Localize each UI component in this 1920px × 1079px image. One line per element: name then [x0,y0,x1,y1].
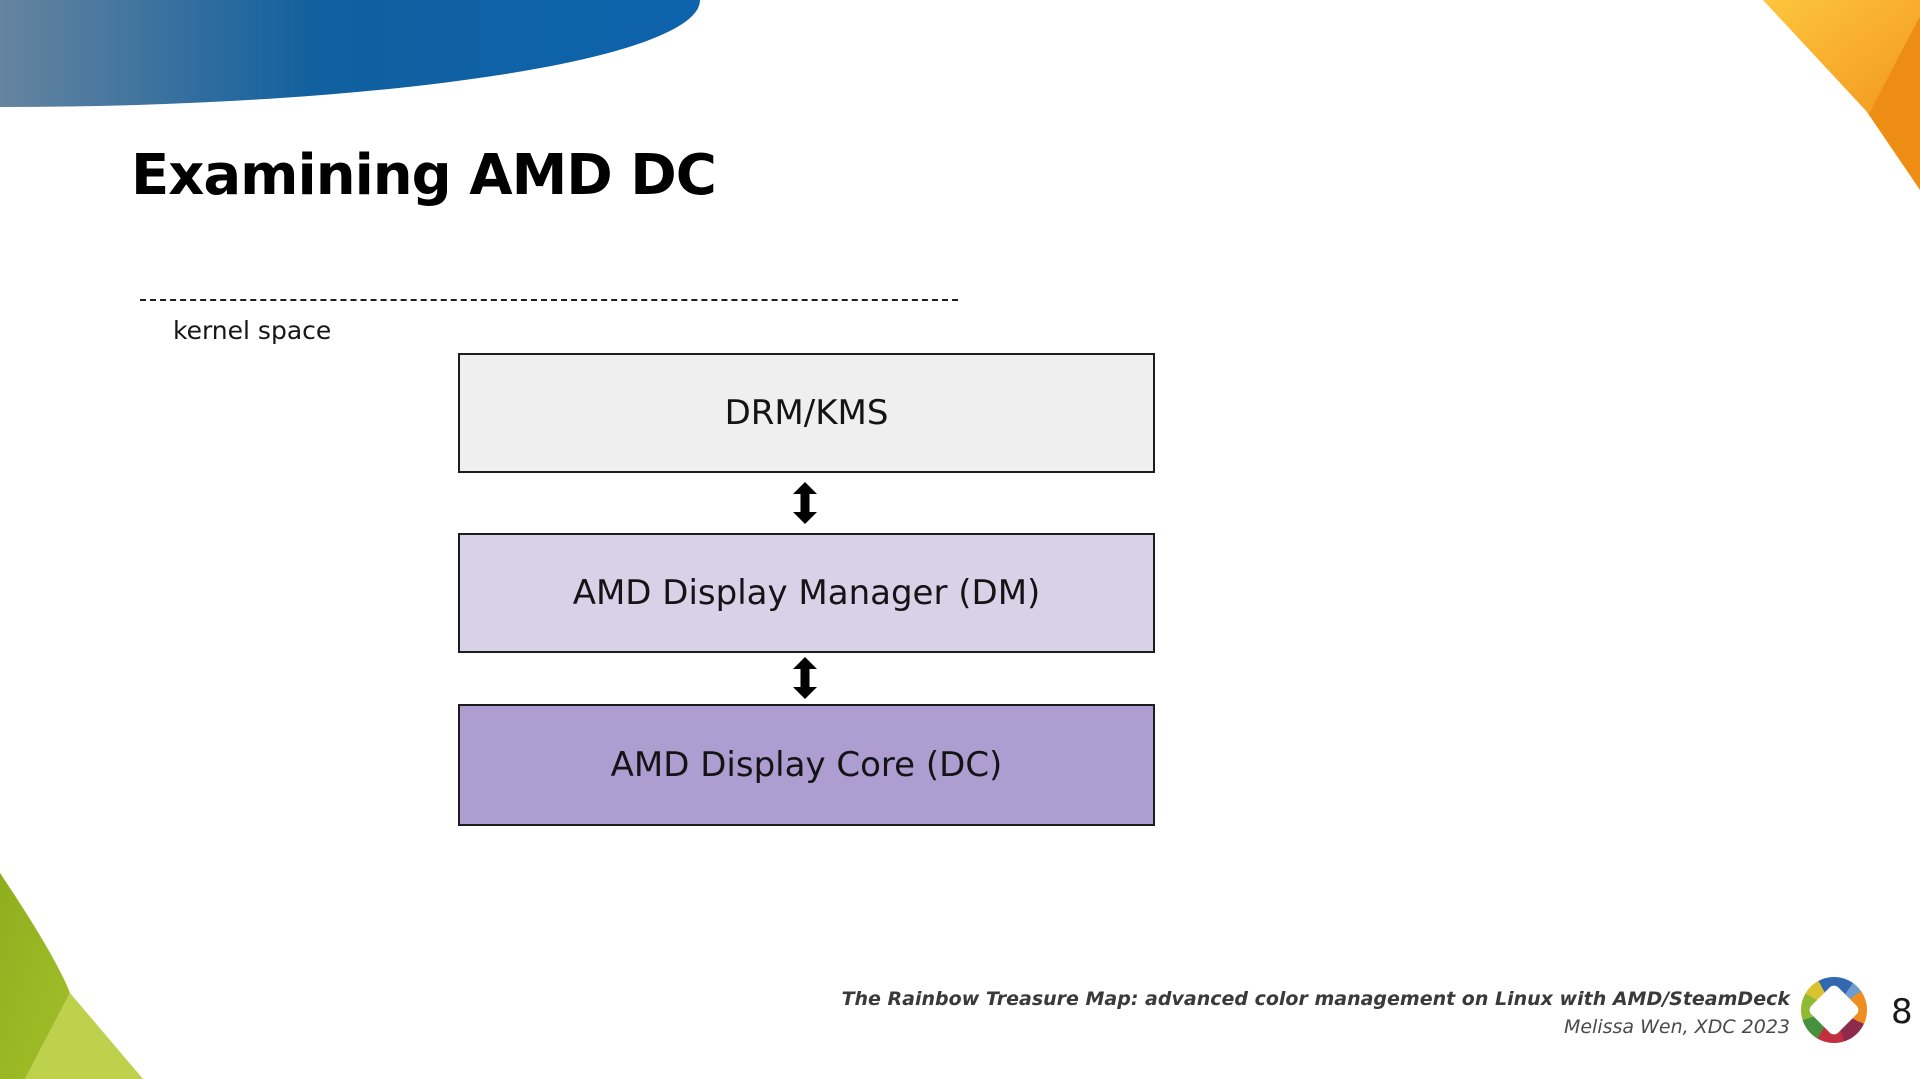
page-number: 8 [1891,992,1913,1032]
drm-kms-box: DRM/KMS [458,353,1155,473]
double-arrow-icon [793,657,817,699]
footer-credit: Melissa Wen, XDC 2023 [1563,1015,1790,1038]
kernel-space-label: kernel space [173,316,332,345]
amd-display-core-box-label: AMD Display Core (DC) [610,745,1003,785]
footer: The Rainbow Treasure Map: advanced color… [842,987,1790,1040]
amd-display-manager-box: AMD Display Manager (DM) [458,533,1155,653]
amd-display-manager-box-label: AMD Display Manager (DM) [572,573,1041,613]
orange-triangle-decoration [1763,0,1920,190]
blue-wave-decoration [0,0,700,107]
drm-kms-box-label: DRM/KMS [724,393,889,433]
double-arrow-icon [793,482,817,524]
green-triangle-decoration [0,873,143,1079]
xdc-logo-diamond [1807,983,1861,1037]
footer-deck-title: The Rainbow Treasure Map: advanced color… [841,988,1790,1010]
kernel-space-divider [140,299,958,301]
xdc-logo-icon [1801,977,1867,1043]
slide-title: Examining AMD DC [131,143,717,208]
amd-display-core-box: AMD Display Core (DC) [458,704,1155,826]
